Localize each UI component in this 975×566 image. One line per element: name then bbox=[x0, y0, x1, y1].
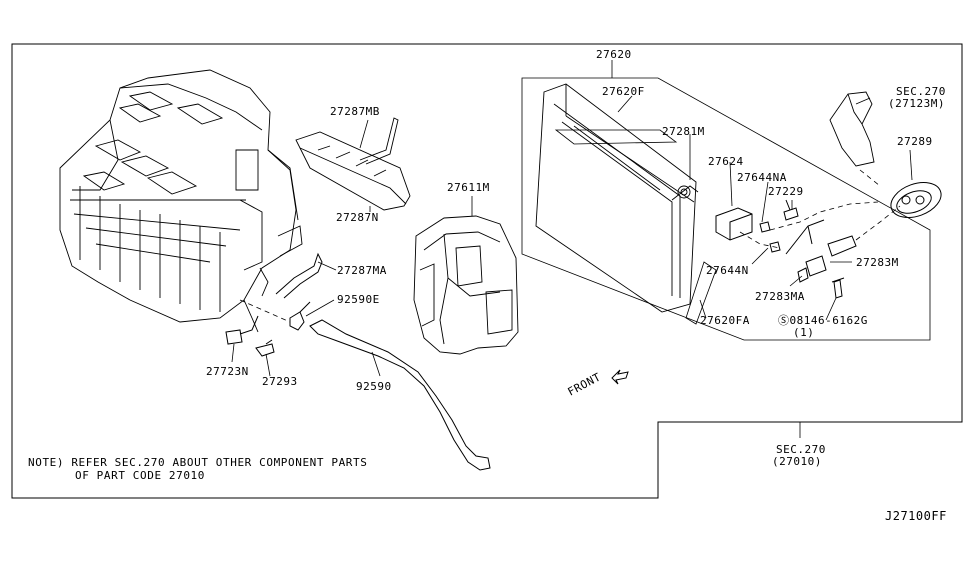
pad-27620F-illustration bbox=[554, 129, 678, 145]
bracket-sec270-illustration bbox=[829, 91, 875, 167]
heater-unit-illustration bbox=[59, 69, 303, 333]
pad-27620FA-illustration bbox=[685, 261, 717, 325]
drain-hose-92590-illustration bbox=[309, 319, 491, 471]
duct-27287N-illustration bbox=[295, 117, 411, 211]
label-08146-code: 08146-6162G bbox=[789, 314, 868, 327]
label-27620: 27620 bbox=[596, 48, 632, 61]
leader-lines bbox=[231, 60, 913, 438]
label-27281M: 27281M bbox=[662, 125, 705, 138]
clip-27287MA-illustration bbox=[275, 252, 323, 299]
diagram-code: J27100FF bbox=[885, 509, 947, 523]
label-27287MB: 27287MB bbox=[330, 105, 380, 118]
label-92590: 92590 bbox=[356, 380, 392, 393]
part-27283MA-illustration bbox=[797, 267, 809, 283]
oring-27644NA-illustration bbox=[759, 221, 771, 233]
label-27283M: 27283M bbox=[856, 256, 899, 269]
circled-s-icon: Ⓢ bbox=[778, 314, 790, 327]
label-08146: Ⓢ08146-6162G bbox=[778, 315, 868, 327]
label-27644NA: 27644NA bbox=[737, 171, 787, 184]
label-27287N: 27287N bbox=[336, 211, 379, 224]
label-sec270-top: SEC.270 bbox=[896, 85, 946, 98]
label-sec270-bottom-ref: (27010) bbox=[772, 455, 822, 468]
label-27620FA: 27620FA bbox=[700, 314, 750, 327]
label-27723N: 27723N bbox=[206, 365, 249, 378]
label-27287MA: 27287MA bbox=[337, 264, 387, 277]
label-27644N: 27644N bbox=[706, 264, 749, 277]
evaporator-core-illustration bbox=[535, 83, 699, 313]
valve-27283M-illustration bbox=[785, 219, 857, 277]
sensor-27723N-illustration bbox=[225, 315, 259, 345]
part-27293-illustration bbox=[255, 339, 275, 357]
label-92590E: 92590E bbox=[337, 293, 380, 306]
bolt-27229-illustration bbox=[783, 199, 799, 221]
label-27620F: 27620F bbox=[602, 85, 645, 98]
note-line-1: NOTE) REFER SEC.270 ABOUT OTHER COMPONEN… bbox=[28, 456, 368, 469]
diagram-frame bbox=[11, 43, 963, 499]
oring-27644N-illustration bbox=[769, 241, 781, 253]
label-08146-qty: (1) bbox=[793, 326, 815, 339]
label-27624: 27624 bbox=[708, 155, 744, 168]
bolt-08146-illustration bbox=[831, 277, 845, 299]
label-27611M: 27611M bbox=[447, 181, 490, 194]
front-arrow-icon bbox=[611, 369, 629, 385]
grommet-27289-illustration bbox=[890, 182, 942, 218]
label-27289: 27289 bbox=[897, 135, 933, 148]
label-sec270-bottom: SEC.270 bbox=[776, 443, 826, 456]
label-27283MA: 27283MA bbox=[755, 290, 805, 303]
label-27229: 27229 bbox=[768, 185, 804, 198]
group-27620-outline bbox=[521, 77, 931, 341]
note-line-2: OF PART CODE 27010 bbox=[75, 469, 206, 482]
label-sec270-top-ref: (27123M) bbox=[888, 97, 945, 110]
case-27611M-illustration bbox=[413, 215, 519, 355]
block-27624-illustration bbox=[715, 207, 753, 241]
label-27293: 27293 bbox=[262, 375, 298, 388]
dashed-leaders bbox=[239, 169, 901, 323]
clip-92590E-illustration bbox=[289, 301, 311, 331]
